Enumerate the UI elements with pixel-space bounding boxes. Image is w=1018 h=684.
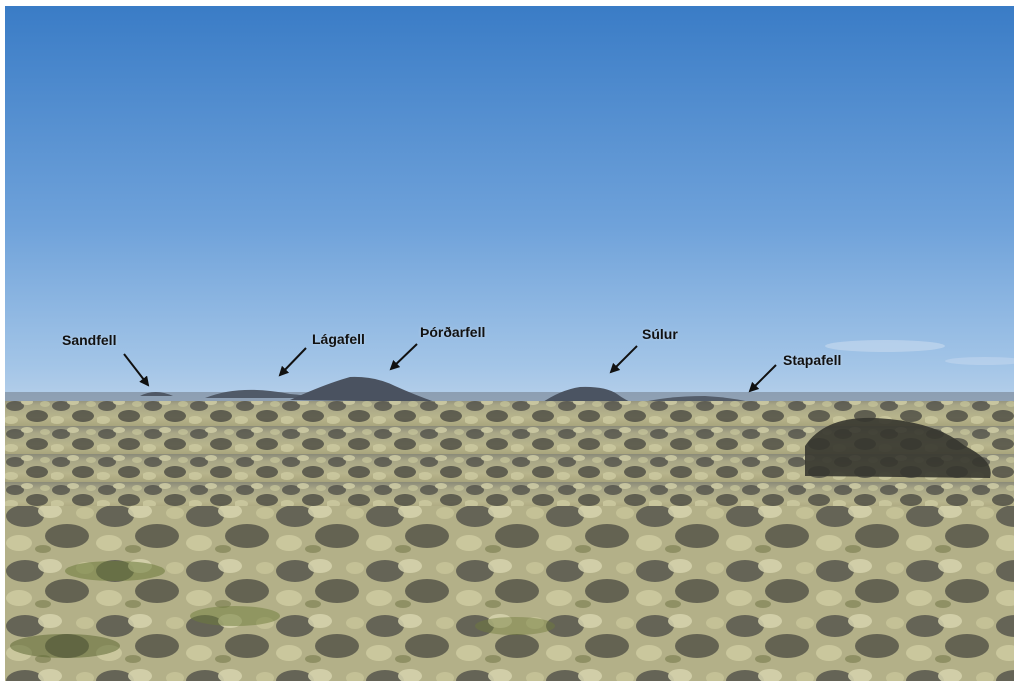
mountain-sulur [540,386,635,404]
landscape-photo [5,6,1014,681]
photo-frame: Sandfell Lágafell Þórðarfell Súlur Stapa… [5,6,1014,681]
label-thordarfell: Þórðarfell [420,324,486,340]
mountain-sandfell [140,392,173,396]
lava-field-near [5,506,1014,681]
label-sulur: Súlur [642,326,678,342]
label-lagafell: Lágafell [312,331,365,347]
sky [5,6,1014,406]
mountain-thordarfell [290,376,435,402]
label-stapafell: Stapafell [783,352,842,368]
mountain-lagafell [205,389,315,398]
label-sandfell: Sandfell [62,332,117,348]
